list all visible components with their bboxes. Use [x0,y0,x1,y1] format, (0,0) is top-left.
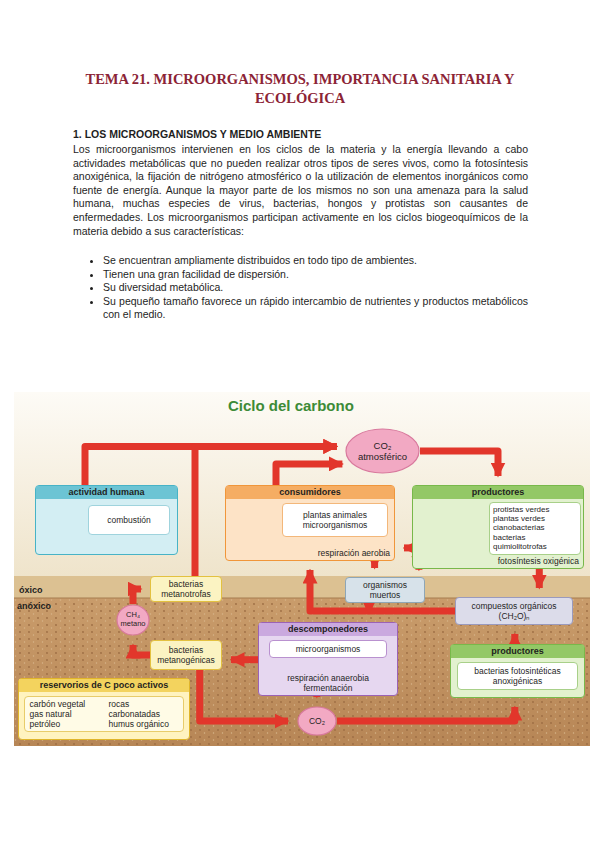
anoxic-soil [14,598,590,746]
ellipse-shape [346,429,419,473]
bullet-item: Su diversidad metabólica. [103,281,528,295]
flow-arrow [415,569,422,570]
flow-arrow [404,544,412,551]
process-box: compuestos orgánicos (CH₂O)ₙ [455,597,573,625]
body-paragraph: Los microorganismos intervienen en los c… [73,143,528,238]
box-text: plantas animales microorganismos [286,510,384,530]
ellipse-node: CO₂ [297,706,337,736]
inner-box: plantas animales microorganismos [282,503,388,537]
bullet-item: Se encuentran ampliamente distribuidos e… [103,254,528,268]
box-heading: productores [413,486,583,499]
inner-box: protistas verdes plantas verdes cianobac… [489,502,581,555]
box-text: compuestos orgánicos (CH₂O)ₙ [459,601,569,621]
ellipse-node: CO₂ atmosférico [345,428,420,474]
box-text: bacterias fotosintéticas anoxigénicas [461,666,574,686]
process-box: reservorios de C poco activos carbón vege… [18,678,190,740]
section-heading: 1. LOS MICROORGANISMOS Y MEDIO AMBIENTE [73,128,528,141]
box-heading: reservorios de C poco activos [19,679,189,692]
flow-arrow [337,707,515,721]
box-text: bacterias metanogénicas [154,645,218,665]
box-body: microorganismos [259,636,397,672]
box-body: combustión [36,499,177,554]
flow-arrow [536,569,543,588]
flow-arrow [371,561,378,568]
flow-arrow [231,656,258,663]
inner-box: combustión [88,505,170,535]
box-heading: descomponedores [259,623,397,636]
box-note: respiración anaerobia fermentación [259,672,397,695]
process-box: bacterias metanotrofas [150,576,222,602]
bullet-item: Su pequeño tamaño favorece un rápido int… [103,295,528,322]
box-body: carbón vegetal gas natural petróleorocas… [19,692,189,739]
flow-arrow [420,451,498,476]
inner-box: carbón vegetal gas natural petróleorocas… [24,696,184,732]
box-text: microorganismos [296,644,361,654]
box-text: CH₄ metano [119,611,147,629]
box-text: organismos muertos [349,580,421,600]
box-heading: productores [451,645,584,658]
box-heading: actividad humana [36,486,177,499]
ellipse-shape [298,707,336,735]
box-text: combustión [107,515,150,525]
flow-arrow [133,645,150,655]
box-text: rocas carbonatadas humus orgánico [107,697,181,731]
flow-arrow [313,696,320,697]
box-text: protistas verdes plantas verdes cianobac… [493,505,577,552]
flow-arrow [511,634,518,644]
bullet-list: Se encuentran ampliamente distribuidos e… [73,254,528,322]
box-body: protistas verdes plantas verdes cianobac… [413,499,583,555]
diagram-heading: Ciclo del carbono [228,397,354,414]
bullet-item: Tienen una gran facilidad de dispersión. [103,268,528,282]
ellipse-shape [117,605,149,635]
inner-box: microorganismos [269,640,387,658]
page-title: TEMA 21. MICROORGANISMOS, IMPORTANCIA SA… [70,70,530,108]
flow-arrow [276,464,342,485]
zone-label: anóxico [17,601,51,611]
oxic-soil [14,576,590,598]
zone-label: óxico [19,585,43,595]
box-body: bacterias fotosintéticas anoxigénicas [451,658,584,697]
soil-texture [14,598,590,746]
box-note: respiración aerobia [226,547,394,560]
process-box: bacterias metanogénicas [150,640,222,670]
box-text: CO₂ atmosférico [348,440,417,462]
box-text: CO₂ [309,716,325,726]
box-note: fotosíntesis oxigénica [413,555,583,568]
inner-box: bacterias fotosintéticas anoxigénicas [457,662,578,690]
sky-band [14,392,590,576]
process-box: actividad humana combustión [35,485,178,555]
process-box: organismos muertos [345,577,425,603]
box-text: carbón vegetal gas natural petróleo [28,697,102,731]
flow-arrow [366,603,373,613]
box-body: plantas animales microorganismos [226,499,394,547]
flow-arrow [133,589,141,604]
box-heading: consumidores [226,486,394,499]
box-text: bacterias metanotrofas [154,579,218,599]
process-box: productores protistas verdes plantas verd… [412,485,584,569]
flow-arrow [310,570,455,611]
process-box: productores bacterias fotosintéticas anox… [450,644,585,698]
process-box: consumidores plantas animales microorgani… [225,485,395,561]
process-box: descomponedores microorganismos respiració… [258,622,398,696]
ellipse-node: CH₄ metano [116,604,150,636]
